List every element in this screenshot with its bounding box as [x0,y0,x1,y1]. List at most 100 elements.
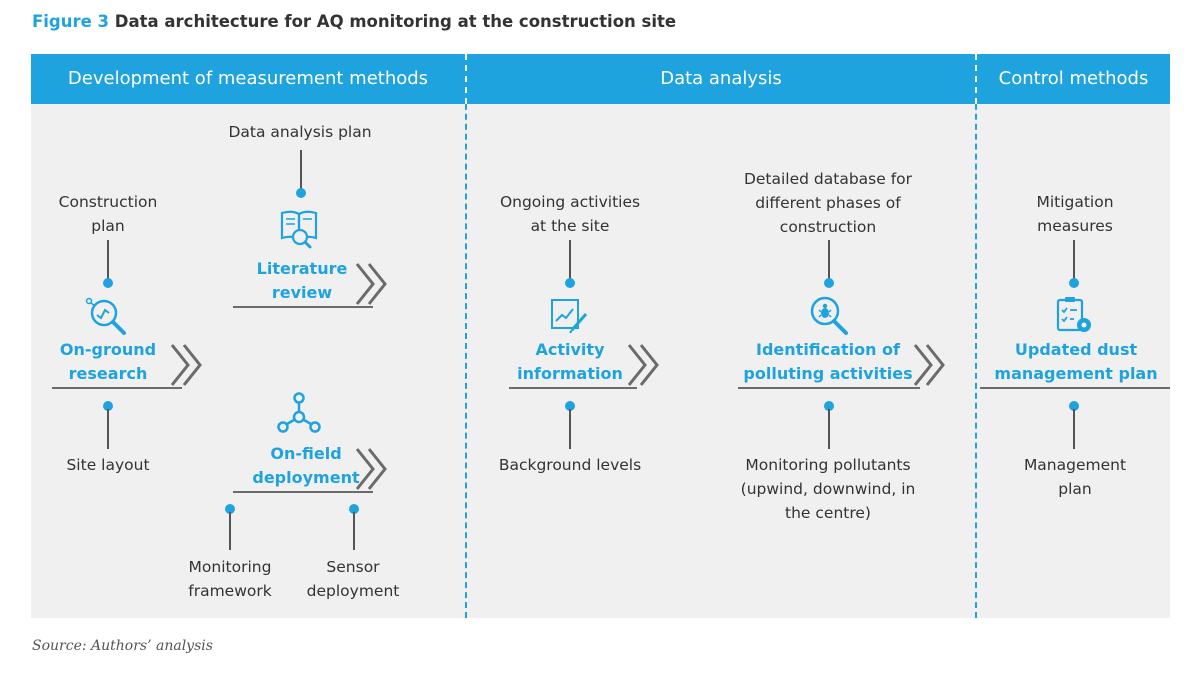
input-text: Data analysis plan [228,123,372,141]
input-text: plan [1058,480,1092,498]
node-updated-dust-management-plan: Updated dust management plan [990,338,1162,386]
input-sensor-deployment: Sensor deployment [290,555,416,603]
connector-dot [225,504,235,514]
connector-dot [349,504,359,514]
connector-line [353,512,355,550]
node-on-field-deployment: On-field deployment [232,442,380,490]
input-text: Detailed database for [743,170,913,188]
double-chevron-right-icon [913,344,945,386]
node-underline [233,491,373,493]
node-text: Activity [535,340,605,359]
figure-label: Figure 3 [32,12,110,31]
column-divider-2 [975,54,977,618]
input-text: different phases of [755,194,901,212]
magnifier-bug-icon [810,296,848,335]
input-text: at the site [530,217,610,235]
double-chevron-right-icon [627,344,659,386]
node-text: Identification of [756,340,900,359]
input-detailed-database: Detailed database for different phases o… [710,167,946,239]
input-text: construction [779,218,877,236]
input-text: the centre) [785,504,871,522]
input-text: Management [1023,456,1127,474]
node-text: On-ground [59,340,157,359]
connector-dot [103,401,113,411]
column-header-measurement: Development of measurement methods [67,68,429,89]
connector-line [300,150,302,192]
input-monitoring-framework: Monitoring framework [160,555,300,603]
input-text: Sensor [326,558,380,576]
header-divider-1 [465,54,467,104]
node-text: review [271,283,333,302]
node-text: deployment [252,468,360,487]
node-on-ground-research: On-ground research [28,338,188,386]
input-mitigation-measures: Mitigation measures [985,190,1165,238]
connector-dot [103,278,113,288]
node-text: information [517,364,623,383]
node-identification-polluting-activities: Identification of polluting activities [735,338,921,386]
node-text: Literature [256,259,348,278]
input-ongoing-activities: Ongoing activities at the site [480,190,660,238]
connector-line [1073,240,1075,282]
input-text: framework [188,582,272,600]
input-construction-plan: Construction plan [28,190,188,238]
double-chevron-right-icon [355,448,387,490]
source-note: Source: Authors’ analysis [32,638,213,654]
input-text: Ongoing activities [499,193,641,211]
connector-line [229,512,231,550]
node-text: polluting activities [743,364,913,383]
diagram-panel [31,104,1170,618]
node-activity-information: Activity information [506,338,634,386]
connector-dot [565,278,575,288]
double-chevron-right-icon [170,344,202,386]
input-text: deployment [306,582,400,600]
input-text: (upwind, downwind, in [740,480,916,498]
connector-line [1073,409,1075,449]
checklist-gear-icon [1056,297,1091,332]
input-text: Construction [58,193,158,211]
input-monitoring-pollutants: Monitoring pollutants (upwind, downwind,… [710,453,946,525]
connector-dot [1069,401,1079,411]
connector-line [828,240,830,282]
node-text: management plan [994,364,1158,383]
input-text: Site layout [66,456,150,474]
header-divider-2 [975,54,977,104]
connector-dot [824,401,834,411]
input-background-levels: Background levels [480,453,660,477]
figure-title-text: Data architecture for AQ monitoring at t… [114,12,677,31]
connector-dot [1069,278,1079,288]
connector-dot [296,188,306,198]
input-text: Monitoring pollutants [745,456,911,474]
node-underline [233,306,373,308]
input-text: Monitoring [188,558,272,576]
connector-line [569,409,571,449]
node-underline [738,387,920,389]
input-data-analysis-plan: Data analysis plan [200,120,400,144]
double-chevron-right-icon [355,263,387,305]
input-text: Mitigation [1036,193,1114,211]
connector-dot [824,278,834,288]
search-chart-icon [85,297,126,335]
header-bar [31,54,1170,104]
input-text: measures [1037,217,1113,235]
network-nodes-icon [277,392,321,433]
connector-line [107,240,109,282]
chart-pen-icon [551,299,588,334]
column-header-control: Control methods [998,68,1149,89]
input-text: Background levels [498,456,642,474]
book-search-icon [280,210,318,249]
connector-line [569,240,571,282]
figure-title: Figure 3 Data architecture for AQ monito… [32,12,676,31]
input-site-layout: Site layout [28,453,188,477]
node-underline [980,387,1170,389]
node-text: Updated dust [1014,340,1138,359]
input-text: plan [91,217,125,235]
node-literature-review: Literature review [232,257,372,305]
node-underline [509,387,637,389]
node-underline [52,387,182,389]
input-management-plan: Management plan [985,453,1165,501]
column-header-data-analysis: Data analysis [660,68,782,89]
connector-line [828,409,830,449]
connector-dot [565,401,575,411]
column-divider-1 [465,54,467,618]
node-text: research [68,364,148,383]
